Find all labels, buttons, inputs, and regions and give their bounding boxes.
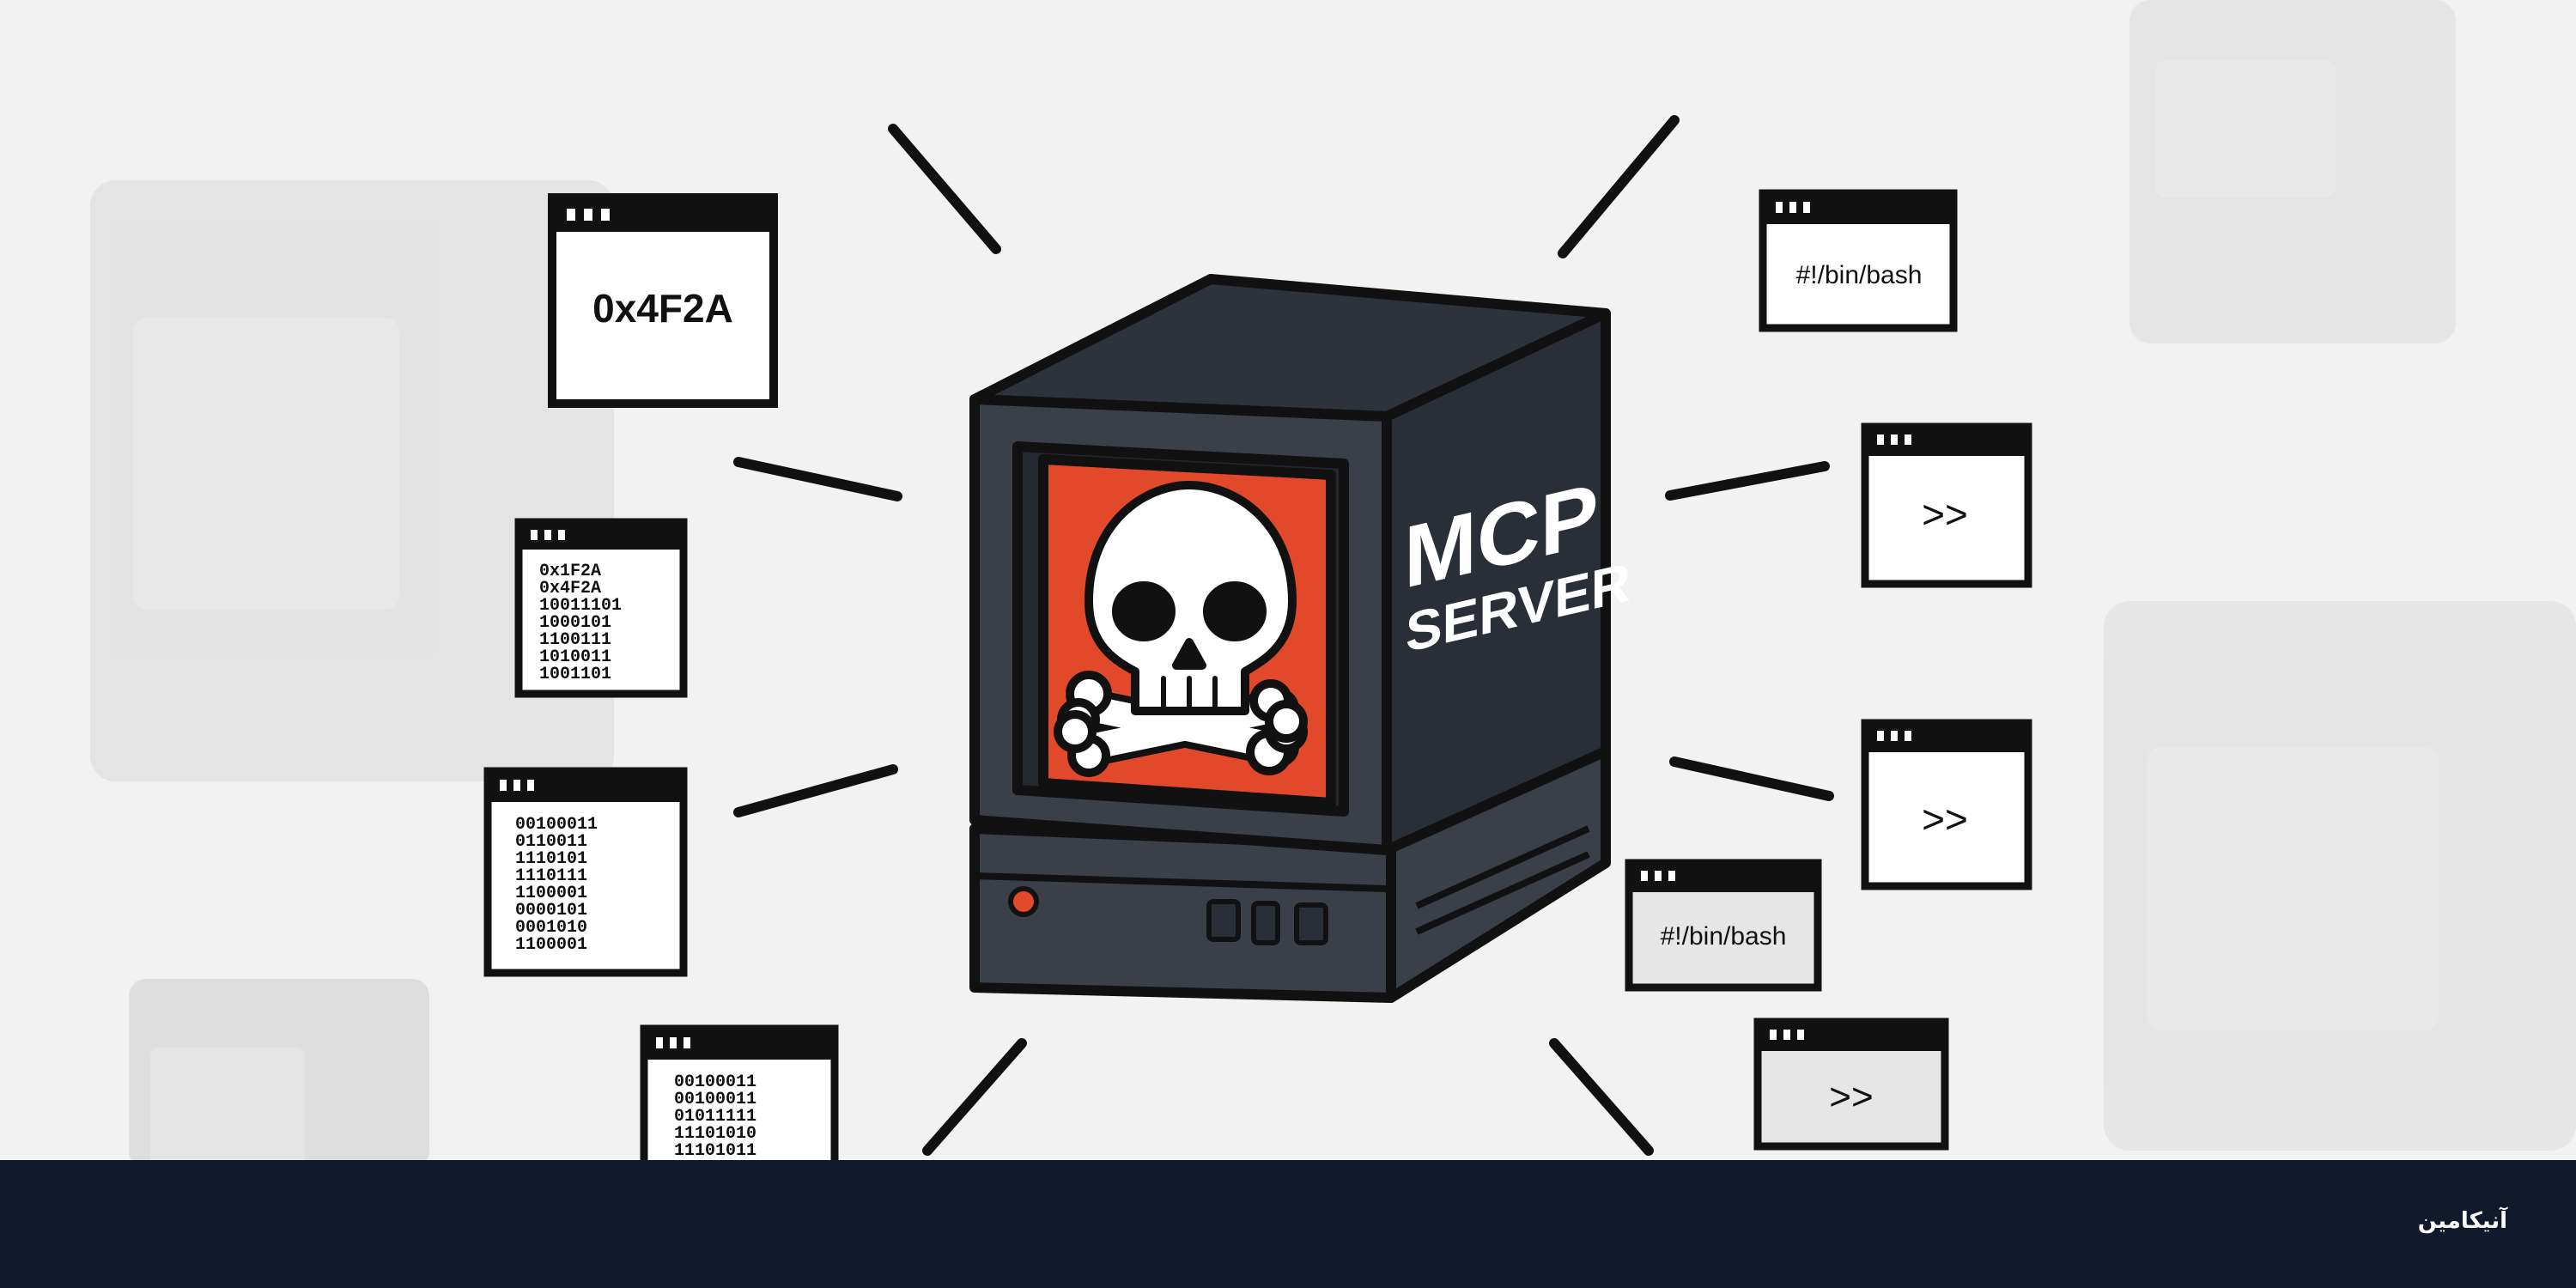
footer-bar: آنیکامین <box>0 1160 2576 1288</box>
code-line: 11101010 <box>674 1124 756 1144</box>
code-line: 1000101 <box>539 613 611 633</box>
bash-bottom-text: #!/bin/bash <box>1661 922 1787 951</box>
prompt-3-text: >> <box>1829 1076 1873 1118</box>
code-line: 10011101 <box>539 596 622 616</box>
skull-crossbones-icon <box>1054 481 1308 777</box>
code-line: 1100111 <box>539 630 611 650</box>
hex-title-text: 0x4F2A <box>592 286 733 331</box>
code-line: 0x4F2A <box>539 579 601 598</box>
drive-slots <box>1206 899 1328 945</box>
code-line: 00100011 <box>674 1090 756 1109</box>
code-line: 1110101 <box>515 849 587 869</box>
window-prompt-2: >> <box>1861 719 2032 890</box>
code-line: 1010011 <box>539 647 611 667</box>
window-hex-stack: 0x1F2A0x4F2A1001110110001011100111101001… <box>514 518 688 698</box>
bash-top-text: #!/bin/bash <box>1796 261 1923 289</box>
faded-server-left <box>90 180 614 781</box>
power-led <box>1008 886 1039 917</box>
window-binary-a: 0010001101100111110101111011111000010000… <box>483 767 688 977</box>
faded-server-bottom-left <box>129 979 429 1168</box>
code-line: 1110111 <box>515 866 587 886</box>
window-bash-bottom: #!/bin/bash <box>1625 859 1822 992</box>
prompt-1-text: >> <box>1922 492 1968 537</box>
faded-server-top-right <box>2129 0 2456 343</box>
code-line: 1001101 <box>539 665 611 684</box>
code-line: 1100001 <box>515 884 587 903</box>
code-line: 0000101 <box>515 901 587 920</box>
window-prompt-3: >> <box>1753 1018 1949 1151</box>
code-line: 0110011 <box>515 832 587 852</box>
code-line: 0x1F2A <box>539 562 601 581</box>
burst-lines <box>733 115 1834 1156</box>
code-line: 00100011 <box>674 1072 756 1092</box>
code-line: 00100011 <box>515 815 598 835</box>
brand-logo-text: آنیکامین <box>2417 1208 2507 1234</box>
prompt-2-text: >> <box>1922 797 1968 841</box>
code-line: 11101011 <box>674 1141 756 1161</box>
faded-server-bottom-right <box>2104 601 2576 1151</box>
window-bash-top: #!/bin/bash <box>1759 189 1958 332</box>
code-line: 1100001 <box>515 935 587 955</box>
window-hex: 0x4F2A <box>548 193 778 408</box>
code-line: 0001010 <box>515 918 587 938</box>
code-line: 01011111 <box>674 1107 756 1127</box>
window-prompt-1: >> <box>1861 422 2032 588</box>
